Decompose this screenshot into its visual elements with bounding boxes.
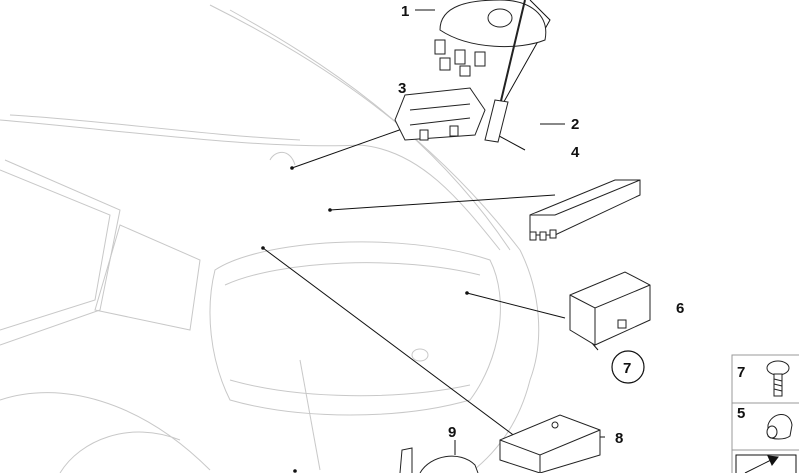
- bracket-9-part: [399, 440, 479, 473]
- legend-number-5: 5: [737, 405, 745, 422]
- tuner-module-part: [499, 414, 601, 473]
- leader-lines: [261, 0, 605, 473]
- bracket-part: [394, 87, 486, 141]
- circled-callout-ring: [611, 350, 645, 384]
- legend-panel: 7 5: [731, 354, 799, 473]
- callout-7: 7: [623, 360, 631, 377]
- antenna-rod-part: [484, 0, 526, 143]
- callout-4: 4: [571, 144, 580, 161]
- grommet-cap-icon: [766, 414, 793, 440]
- callout-8: 8: [615, 430, 623, 447]
- callout-9: 9: [448, 424, 456, 441]
- car-outline: [0, 4, 540, 473]
- callouts: 1 2 3 4 6 7 8 9: [398, 3, 684, 447]
- callout-1: 1: [401, 3, 409, 20]
- antenna-base-part: [434, 0, 547, 77]
- amplifier-part: [529, 179, 641, 241]
- legend-number-7: 7: [737, 364, 745, 381]
- callout-2: 2: [571, 116, 579, 133]
- arrow-icon: [735, 454, 797, 473]
- screw-icon: [766, 360, 790, 397]
- control-module-part: [569, 271, 651, 346]
- callout-6: 6: [676, 300, 684, 317]
- callout-3: 3: [398, 80, 406, 97]
